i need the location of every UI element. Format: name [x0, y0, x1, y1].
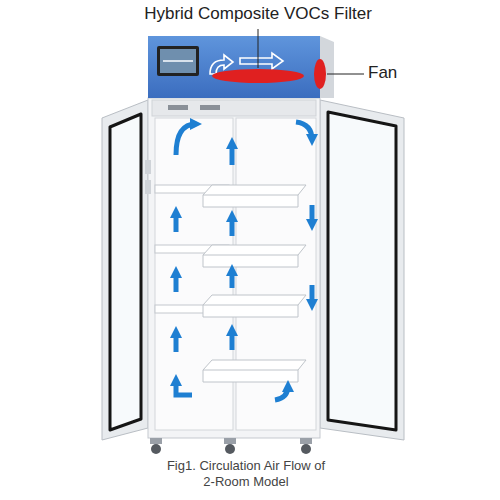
right-trays-part [203, 245, 306, 267]
right-trays [203, 185, 306, 382]
cabinet-body-part [155, 118, 233, 430]
air-flow-arrows-part [174, 272, 179, 292]
cabinet-body-part [148, 98, 320, 438]
leader-lines-part [327, 74, 364, 75]
casters [150, 438, 312, 454]
fan-symbol [314, 59, 326, 89]
vocs-filter [212, 69, 304, 83]
casters-part [225, 444, 235, 454]
filter-unit-part [163, 60, 193, 62]
cabinet-body-part [145, 160, 151, 174]
air-flow-arrows-part [176, 124, 196, 155]
air-flow-arrows-part [310, 205, 315, 225]
air-flow-arrows-part [230, 143, 235, 165]
right-door-part [320, 100, 404, 440]
air-flow-arrows-part [230, 216, 235, 236]
filter-label: Hybrid Composite VOCs Filter [144, 4, 372, 24]
left-door [102, 100, 148, 440]
left-door-part [110, 114, 141, 430]
air-flow-arrows-part [310, 285, 315, 305]
cabinet-body-part [145, 180, 151, 194]
cabinet-body-part [200, 105, 220, 110]
right-door [320, 100, 404, 440]
filter-unit-part [157, 46, 199, 76]
cabinet-body-part [236, 118, 316, 430]
air-flow-arrows-part [230, 270, 235, 288]
figure-caption: Fig1. Circulation Air Flow of 2-Room Mod… [160, 458, 332, 489]
leader-lines-part [258, 29, 259, 68]
air-flow-arrows-part [275, 386, 288, 400]
filter-unit-part [148, 36, 320, 98]
filter-unit-part [160, 49, 196, 73]
right-trays-part [203, 295, 306, 317]
air-flow-arrows-part [174, 332, 179, 352]
air-flow-arrows-part [230, 330, 235, 350]
cabinet-body [145, 98, 320, 438]
casters-part [301, 444, 311, 454]
air-flow-arrows [176, 122, 312, 400]
right-trays-part [203, 360, 306, 382]
right-door-part [328, 112, 396, 430]
cabinet-body-part [152, 100, 316, 116]
casters-part [151, 444, 161, 454]
fan-label: Fan [368, 63, 397, 83]
left-door-part [102, 100, 148, 440]
air-flow-arrows-part [174, 212, 179, 232]
air-flow-arrows-part [296, 122, 312, 140]
filter-unit-part [240, 53, 283, 69]
casters-part [224, 438, 236, 444]
leader-lines [258, 29, 364, 74]
casters-part [300, 438, 312, 444]
right-trays-part [203, 185, 306, 207]
cabinet-body-part [168, 105, 188, 110]
casters-part [150, 438, 162, 444]
filter-unit [148, 36, 334, 98]
air-flow-arrows-part [176, 380, 192, 395]
